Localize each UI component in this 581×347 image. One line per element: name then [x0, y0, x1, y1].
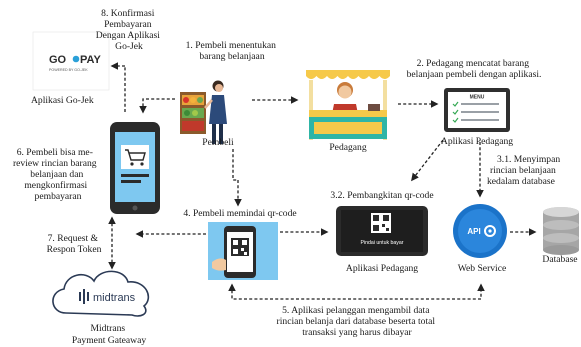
scan-qr-icon	[208, 222, 278, 280]
step-8-label: 8. Konfirmasi Pembayaran Dengan Aplikasi…	[96, 8, 163, 52]
arrow-pembeli-to-scan	[232, 149, 238, 181]
api-label: API	[467, 227, 480, 236]
merchant-app-mid-label: Aplikasi Pedagang	[346, 263, 418, 274]
midtrans-label: Midtrans Payment Gateaway	[72, 323, 147, 346]
arrow-pembeli-to-tablet	[139, 98, 175, 114]
arrow-app-to-qr	[411, 139, 444, 182]
webservice-label: Web Service	[458, 263, 507, 274]
gojek-label: Aplikasi Go-Jek	[31, 95, 94, 106]
gopay-pay-text: PAY	[80, 54, 101, 66]
step-7-label: 7. Request & Respon Token	[47, 233, 102, 255]
step-3-2-label: 3.2. Pembangkitan qr-code	[330, 190, 433, 201]
step-1-label: 1. Pembeli menentukan barang belanjaan	[186, 40, 279, 62]
step-4-label: 4. Pembeli memindai qr-code	[183, 208, 296, 219]
gopay-logo: GO PAY POWERED BY GO-JEK	[32, 31, 110, 91]
gopay-powered-text: POWERED BY GO-JEK	[49, 68, 88, 72]
pedagang-illustration	[306, 70, 390, 140]
step-2-label: 2. Pedagang mencatat barang belanjaan pe…	[407, 58, 542, 80]
api-gear-icon: API	[453, 204, 507, 258]
midtrans-logo-text: midtrans	[93, 292, 136, 304]
pembeli-illustration	[180, 80, 227, 144]
qr-caption: Pindai untuk bayar	[361, 240, 404, 246]
step-6-label: 6. Pembeli bisa me- review rincian baran…	[13, 147, 99, 202]
pedagang-label: Pedagang	[329, 142, 367, 153]
pembeli-label: Pembeli	[202, 137, 234, 148]
database-icon	[543, 207, 579, 255]
qr-code-app-icon: Pindai untuk bayar	[336, 206, 428, 256]
merchant-app-top-label: Aplikasi Pedagang	[441, 136, 513, 147]
merchant-app-menu-icon: MENU	[444, 88, 510, 132]
tablet-icon	[110, 122, 160, 214]
arrow-bottom-loop	[228, 283, 485, 300]
menu-label: MENU	[470, 95, 485, 101]
arrows	[108, 62, 537, 300]
gopay-go-text: GO	[49, 54, 67, 66]
gopay-mark-icon	[72, 55, 80, 63]
step-5-label: 5. Aplikasi pelanggan mengambil data rin…	[277, 305, 438, 338]
database-label: Database	[542, 254, 577, 265]
step-3-1-label: 3.1. Menyimpan rincian belanjaan kedalam…	[487, 154, 563, 187]
midtrans-cloud-icon: midtrans	[52, 270, 150, 317]
